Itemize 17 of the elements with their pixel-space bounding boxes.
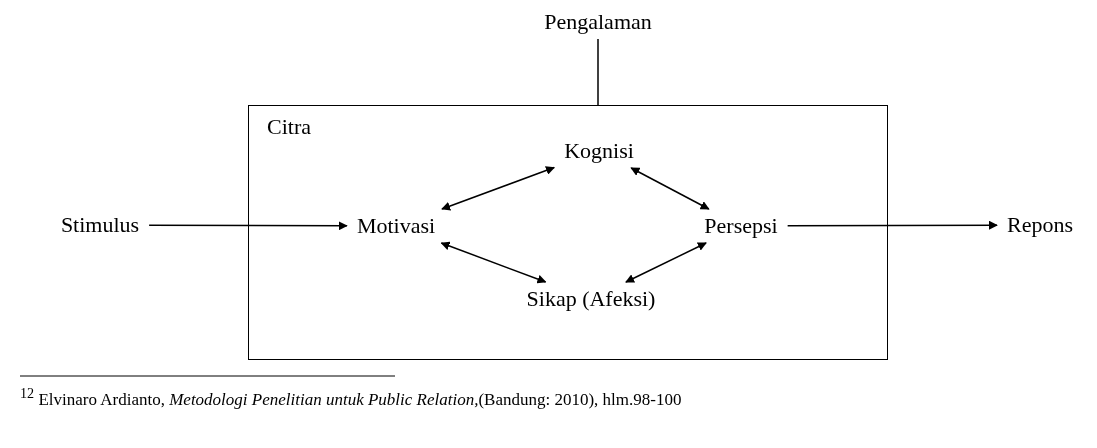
- concept-label: Persepsi: [694, 209, 788, 243]
- arrow: [148, 221, 348, 231]
- concept-label: Pengalaman: [534, 5, 662, 39]
- arrow: [625, 242, 707, 283]
- frame-title: Citra: [267, 114, 311, 140]
- concept-label: Repons: [997, 208, 1083, 242]
- concept-label: Stimulus: [50, 208, 150, 242]
- frame-box: [248, 105, 888, 360]
- concept-label: Kognisi: [554, 134, 644, 168]
- footnote-text: $^{12}$ Elvinaro Ardianto, Metodologi Penelitian untuk Public Relation,(Bandung: 2010), hlm.98-100: [20, 384, 683, 411]
- arrow: [786, 220, 998, 230]
- concept-label: Sikap (Afeksi): [516, 282, 666, 316]
- concept-label: Motivasi: [346, 209, 446, 243]
- arrow: [441, 166, 555, 211]
- arrow: [440, 241, 547, 284]
- connector-line: [597, 38, 599, 106]
- arrow: [630, 167, 710, 210]
